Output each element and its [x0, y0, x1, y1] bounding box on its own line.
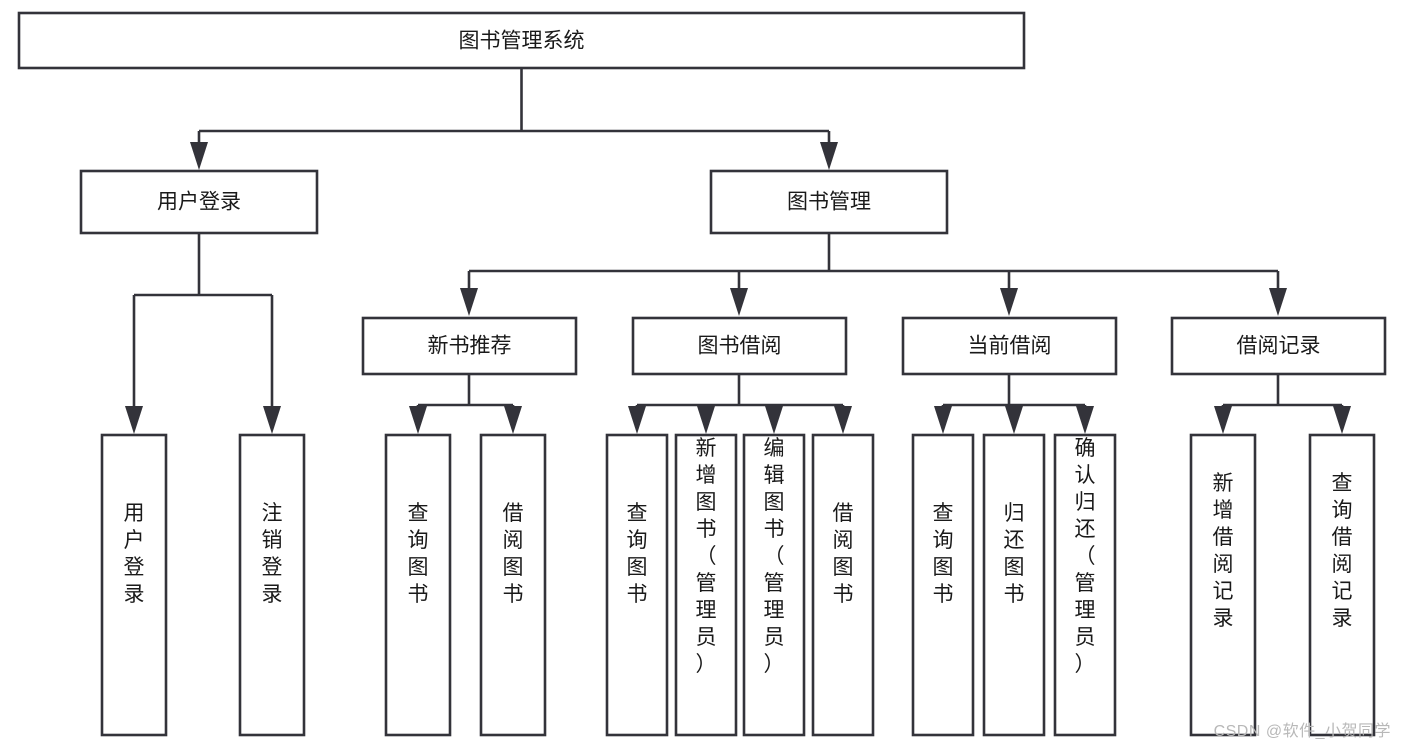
- arrow-head-icon: [730, 288, 748, 316]
- node-leaf-logout-label: 注销登录: [262, 502, 283, 606]
- connector-group-root: [190, 68, 838, 170]
- node-leaf-confirm-return-admin[interactable]: 确认归还（管理员）: [1053, 433, 1117, 737]
- node-leaf-user-login-box[interactable]: [100, 433, 168, 737]
- node-leaf-query-book-borrow[interactable]: 查询图书: [605, 433, 669, 737]
- node-root-label: 图书管理系统: [459, 30, 585, 53]
- node-leaf-query-book-borrow-box[interactable]: [605, 433, 669, 737]
- node-leaf-query-borrow-record-box[interactable]: [1308, 433, 1376, 737]
- node-leaf-query-book-recommend[interactable]: 查询图书: [384, 433, 452, 737]
- node-book-management[interactable]: 图书管理: [709, 169, 949, 235]
- node-leaf-add-borrow-record-box[interactable]: [1189, 433, 1257, 737]
- arrow-head-icon: [460, 288, 478, 316]
- connector-group-borrow-records: [1214, 374, 1351, 434]
- node-leaf-query-book-recommend-label: 查询图书: [408, 502, 429, 606]
- node-leaf-add-borrow-record-label: 新增借阅记录: [1213, 472, 1234, 630]
- arrow-head-icon: [834, 406, 852, 434]
- node-leaf-add-book-admin-label: 新增图书（管理员）: [696, 437, 717, 676]
- node-new-book-recommend-label: 新书推荐: [428, 335, 512, 358]
- node-leaf-borrow-book[interactable]: 借阅图书: [811, 433, 875, 737]
- connector-group-book-management: [460, 233, 1287, 316]
- node-root[interactable]: 图书管理系统: [17, 11, 1026, 70]
- arrow-head-icon: [1269, 288, 1287, 316]
- node-leaf-query-book-current-label: 查询图书: [933, 502, 954, 606]
- arrow-head-icon: [1214, 406, 1232, 434]
- node-leaf-confirm-return-admin-label: 确认归还（管理员）: [1075, 437, 1096, 676]
- node-leaf-query-book-recommend-box[interactable]: [384, 433, 452, 737]
- arrow-head-icon: [190, 142, 208, 170]
- connector-group-new-book-recommend: [409, 374, 522, 434]
- node-leaf-add-book-admin-box[interactable]: [674, 433, 738, 737]
- node-leaf-query-borrow-record[interactable]: 查询借阅记录: [1308, 433, 1376, 737]
- connector-group-current-borrow: [934, 374, 1094, 434]
- node-leaf-add-book-admin[interactable]: 新增图书（管理员）: [674, 433, 738, 737]
- node-book-borrow[interactable]: 图书借阅: [631, 316, 848, 376]
- node-leaf-edit-book-admin[interactable]: 编辑图书（管理员）: [742, 433, 806, 737]
- node-leaf-query-book-borrow-label: 查询图书: [627, 502, 648, 606]
- connector-group-book-borrow: [628, 374, 852, 434]
- connector-group-user-login: [125, 233, 281, 434]
- node-current-borrow-label: 当前借阅: [968, 335, 1052, 358]
- node-book-borrow-label: 图书借阅: [698, 335, 782, 358]
- node-leaf-borrow-book-recommend-label: 借阅图书: [503, 502, 524, 606]
- arrow-head-icon: [1000, 288, 1018, 316]
- arrow-head-icon: [697, 406, 715, 434]
- node-leaf-edit-book-admin-box[interactable]: [742, 433, 806, 737]
- node-leaf-confirm-return-admin-box[interactable]: [1053, 433, 1117, 737]
- node-leaf-borrow-book-label: 借阅图书: [833, 502, 854, 606]
- node-leaf-user-login[interactable]: 用户登录: [100, 433, 168, 737]
- node-user-login[interactable]: 用户登录: [79, 169, 319, 235]
- node-current-borrow[interactable]: 当前借阅: [901, 316, 1118, 376]
- node-book-borrow-box[interactable]: [631, 316, 848, 376]
- node-leaf-borrow-book-recommend-box[interactable]: [479, 433, 547, 737]
- arrow-head-icon: [934, 406, 952, 434]
- arrow-head-icon: [765, 406, 783, 434]
- node-current-borrow-box[interactable]: [901, 316, 1118, 376]
- arrow-head-icon: [1333, 406, 1351, 434]
- arrow-head-icon: [1076, 406, 1094, 434]
- arrow-head-icon: [125, 406, 143, 434]
- arrow-head-icon: [1005, 406, 1023, 434]
- node-leaf-return-book-label: 归还图书: [1004, 502, 1025, 606]
- arrow-head-icon: [820, 142, 838, 170]
- node-book-management-box[interactable]: [709, 169, 949, 235]
- node-leaf-add-borrow-record[interactable]: 新增借阅记录: [1189, 433, 1257, 737]
- node-leaf-query-book-current-box[interactable]: [911, 433, 975, 737]
- arrow-head-icon: [409, 406, 427, 434]
- node-user-login-box[interactable]: [79, 169, 319, 235]
- node-leaf-query-book-current[interactable]: 查询图书: [911, 433, 975, 737]
- node-leaf-borrow-book-box[interactable]: [811, 433, 875, 737]
- node-book-management-label: 图书管理: [787, 191, 871, 214]
- node-leaf-return-book[interactable]: 归还图书: [982, 433, 1046, 737]
- node-new-book-recommend-box[interactable]: [361, 316, 578, 376]
- node-new-book-recommend[interactable]: 新书推荐: [361, 316, 578, 376]
- node-borrow-records-box[interactable]: [1170, 316, 1387, 376]
- arrow-head-icon: [628, 406, 646, 434]
- node-leaf-user-login-label: 用户登录: [124, 502, 145, 606]
- node-borrow-records-label: 借阅记录: [1237, 335, 1321, 358]
- node-borrow-records[interactable]: 借阅记录: [1170, 316, 1387, 376]
- arrow-head-icon: [504, 406, 522, 434]
- node-leaf-return-book-box[interactable]: [982, 433, 1046, 737]
- node-leaf-logout-box[interactable]: [238, 433, 306, 737]
- node-leaf-logout[interactable]: 注销登录: [238, 433, 306, 737]
- node-leaf-edit-book-admin-label: 编辑图书（管理员）: [764, 437, 785, 676]
- node-root-box[interactable]: [17, 11, 1026, 70]
- node-leaf-query-borrow-record-label: 查询借阅记录: [1332, 472, 1353, 630]
- arrow-head-icon: [263, 406, 281, 434]
- node-leaf-borrow-book-recommend[interactable]: 借阅图书: [479, 433, 547, 737]
- node-user-login-label: 用户登录: [157, 191, 241, 214]
